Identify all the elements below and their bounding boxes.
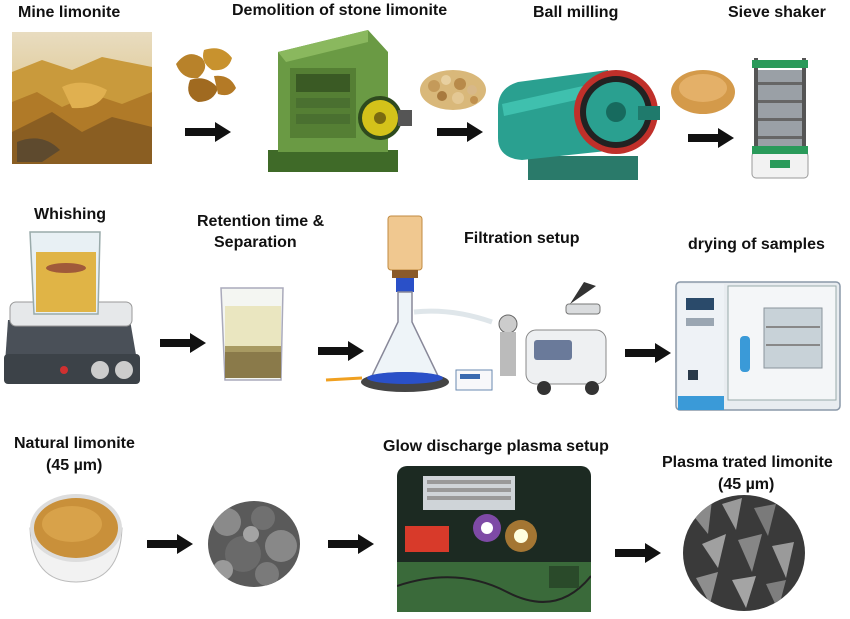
label-treated-line1: Plasma trated limonite xyxy=(662,454,833,471)
settling-beaker xyxy=(217,286,289,384)
fine-powder-pile xyxy=(668,62,738,116)
label-filtration: Filtration setup xyxy=(464,230,580,247)
plasma-setup-photo xyxy=(397,466,591,612)
arrow-right-icon xyxy=(318,341,364,361)
vacuum-filtration-pump xyxy=(322,212,620,408)
limonite-lumps xyxy=(170,44,242,106)
sem-micrograph-natural xyxy=(207,500,301,588)
arrow-right-icon xyxy=(147,534,193,554)
label-treated-line2: (45 µm) xyxy=(718,476,775,493)
label-natural-line1: Natural limonite xyxy=(14,435,135,452)
arrow-right-icon xyxy=(437,122,483,142)
label-plasma-setup: Glow discharge plasma setup xyxy=(383,438,609,455)
arrow-right-icon xyxy=(328,534,374,554)
label-retention-line1: Retention time & xyxy=(197,213,325,230)
mine-rock-photo xyxy=(12,32,152,164)
label-demolition: Demolition of stone limonite xyxy=(232,2,448,19)
arrow-right-icon xyxy=(688,128,734,148)
ball-mill xyxy=(488,60,664,192)
drying-oven xyxy=(674,278,844,414)
label-drying: drying of samples xyxy=(688,236,825,253)
label-whishing: Whishing xyxy=(34,206,106,223)
label-ball-milling: Ball milling xyxy=(533,4,619,21)
arrow-right-icon xyxy=(185,122,231,142)
label-sieve-shaker: Sieve shaker xyxy=(728,4,826,21)
hotplate-stirrer-beaker xyxy=(4,228,144,396)
label-retention-line2: Separation xyxy=(214,234,297,251)
arrow-right-icon xyxy=(625,343,671,363)
crushed-gravel xyxy=(418,60,488,112)
sieve-shaker xyxy=(748,52,812,182)
arrow-right-icon xyxy=(615,543,661,563)
jaw-crusher xyxy=(258,22,418,180)
label-natural-line2: (45 µm) xyxy=(46,457,103,474)
arrow-right-icon xyxy=(160,333,206,353)
label-mine-limonite: Mine limonite xyxy=(18,4,121,21)
powder-bowl xyxy=(26,488,126,586)
sem-micrograph-treated xyxy=(682,494,806,612)
